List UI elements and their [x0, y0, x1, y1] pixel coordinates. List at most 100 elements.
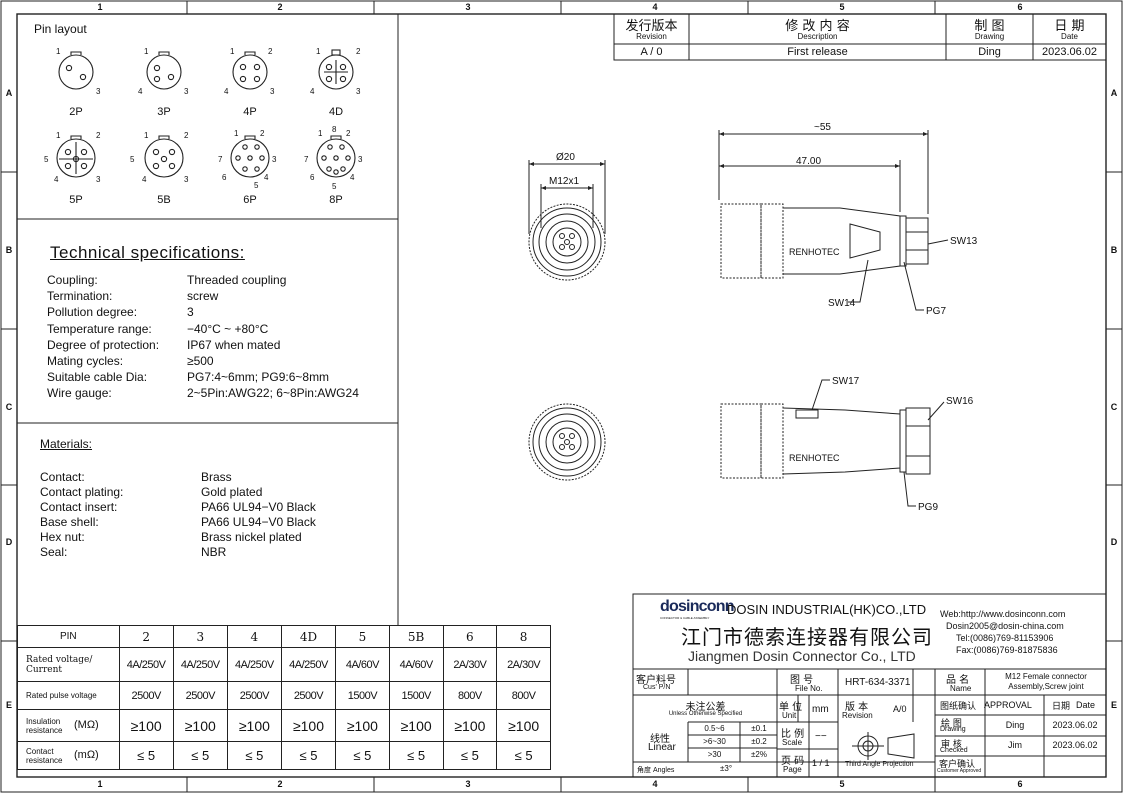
- pin-5p-num-2: 2: [96, 131, 101, 140]
- drawing-cn: 绘 图: [941, 719, 962, 729]
- pin-5b-num-4: 4: [142, 175, 147, 184]
- drawing-en: Drawing: [940, 726, 966, 733]
- pin-6p-num-3: 3: [272, 155, 277, 164]
- cell: ≤ 5: [442, 741, 498, 770]
- tech-key: Pollution degree:: [47, 305, 138, 320]
- material-row: Hex nut:Brass nickel plated: [40, 530, 316, 545]
- cell: ≤ 5: [496, 741, 551, 770]
- pin-4p-num-3: 3: [270, 87, 275, 96]
- pin-4d-num-1: 1: [316, 47, 321, 56]
- pin-4d-num-3: 3: [356, 87, 361, 96]
- pin-label-8p: 8P: [329, 194, 343, 206]
- body-text-top: RENHOTEC: [789, 247, 840, 257]
- tol-range-3: >30: [707, 750, 722, 759]
- tech-row: Pollution degree: 3: [47, 304, 359, 320]
- rev-header-en: Revision: [636, 32, 667, 41]
- ratings-table: PIN 2 3 4 4D 5 5B 6 8 Rated voltage/ Cur…: [17, 625, 551, 770]
- material-row: Contact insert:PA66 UL94−V0 Black: [40, 500, 316, 515]
- side-view-pg7: [718, 130, 949, 311]
- pin-2p-num-1: 1: [56, 47, 61, 56]
- pin-6p-num-5: 5: [254, 181, 259, 190]
- row-label-b-r: B: [1110, 245, 1118, 255]
- row-label-text: Insulation resistance: [26, 716, 63, 735]
- company-en2: Jiangmen Dosin Connector Co., LTD: [688, 648, 916, 664]
- callout-sw13: SW13: [950, 236, 978, 247]
- col-label-2: 2: [277, 2, 283, 12]
- tech-key: Temperature range:: [47, 321, 152, 336]
- pin-6p-num-1: 1: [234, 129, 239, 138]
- row-label-a: A: [5, 88, 13, 98]
- pin-8p-num-1: 1: [318, 129, 323, 138]
- linear-en: Linear: [648, 742, 676, 753]
- front-view-top: [528, 160, 606, 281]
- ratings-row: Contact resistance (mΩ) ≤ 5 ≤ 5 ≤ 5 ≤ 5 ≤…: [17, 741, 551, 770]
- col-label-6b: 6: [1017, 779, 1023, 789]
- drawing-header-en: Drawing: [974, 32, 1005, 41]
- contact-fax: Fax:(0086)769-81875836: [956, 645, 1058, 655]
- pin-5b-num-1: 1: [144, 131, 149, 140]
- unit-cn: 单 位: [779, 702, 803, 713]
- row-label-text: Contact resistance: [26, 746, 63, 765]
- tech-key: Suitable cable Dia:: [47, 370, 148, 385]
- drawing-value: Ding: [978, 46, 1001, 58]
- ratings-row: Rated voltage/ Current 4A/250V 4A/250V 4…: [17, 647, 551, 682]
- pin-6p-num-4: 4: [264, 173, 269, 182]
- cell: ≤ 5: [280, 741, 337, 770]
- date-en: Date: [1076, 700, 1096, 710]
- pin-label-4p: 4P: [243, 106, 257, 118]
- material-key: Contact plating:: [40, 485, 124, 499]
- tech-value: 3: [187, 305, 194, 320]
- checked-cn: 审 核: [941, 740, 962, 750]
- row-label-d-r: D: [1110, 537, 1118, 547]
- scale-cn: 比 例: [781, 729, 805, 740]
- desc-value: First release: [787, 46, 848, 58]
- pin-4d-num-2: 2: [356, 47, 361, 56]
- angles-label: 角度 Angles: [637, 767, 675, 774]
- tech-key: Termination:: [47, 289, 113, 304]
- col-label-4b: 4: [652, 779, 658, 789]
- pin-8p-num-2: 2: [346, 129, 351, 138]
- cell: ≤ 5: [118, 741, 174, 770]
- col-label-4: 4: [652, 2, 658, 12]
- drawing-name: Ding: [1005, 720, 1025, 730]
- col-label-2b: 2: [277, 779, 283, 789]
- row-label: Contact resistance (mΩ): [17, 741, 120, 770]
- tech-key: Coupling:: [47, 273, 98, 287]
- row-label-d: D: [5, 537, 13, 547]
- materials-title: Materials:: [40, 437, 93, 451]
- tech-value: screw: [187, 289, 219, 304]
- row-label: Insulation resistance (MΩ): [17, 709, 120, 742]
- row-unit: (MΩ): [74, 719, 99, 731]
- pin-label-6p: 6P: [243, 194, 257, 206]
- col-label-1: 1: [97, 2, 103, 12]
- pin-5b-num-2: 2: [184, 131, 189, 140]
- contact-web: Web:http://www.dosinconn.com: [940, 609, 1066, 619]
- material-key: Contact:: [40, 470, 85, 484]
- row-unit: (mΩ): [74, 749, 99, 761]
- pin-4p-num-4: 4: [224, 87, 229, 96]
- cell: 4A/60V: [335, 647, 390, 682]
- checked-en: Checked: [940, 747, 968, 754]
- front-view-bottom: [528, 403, 606, 481]
- date-cn: 日期: [1052, 702, 1071, 712]
- projection-label: Third Angle Projection: [845, 761, 914, 768]
- tol-range-2: >6~30: [703, 737, 726, 746]
- cell: ≤ 5: [388, 741, 444, 770]
- col-label-3: 3: [465, 2, 471, 12]
- file-no-cn: 图 号: [790, 675, 814, 686]
- col-label-5b: 5: [839, 779, 845, 789]
- pin-8p-num-3: 3: [358, 155, 363, 164]
- tech-key: Wire gauge:: [47, 386, 112, 401]
- tech-row: Suitable cable Dia:PG7:4~6mm; PG9:6~8mm: [47, 369, 359, 385]
- ratings-header-row: PIN 2 3 4 4D 5 5B 6 8: [17, 625, 551, 648]
- page-en: Page: [783, 765, 802, 774]
- ratings-row: Rated pulse voltage 2500V 2500V 2500V 25…: [17, 681, 551, 710]
- material-key: Seal:: [40, 545, 68, 559]
- side-view-pg9: [720, 379, 945, 507]
- material-row: Seal:NBR: [40, 545, 316, 560]
- callout-pg7: PG7: [926, 306, 946, 317]
- checked-name: Jim: [1008, 740, 1022, 750]
- cell: ≥100: [118, 709, 174, 742]
- tech-value: IP67 when mated: [187, 337, 281, 352]
- material-value: PA66 UL94−V0 Black: [201, 515, 316, 529]
